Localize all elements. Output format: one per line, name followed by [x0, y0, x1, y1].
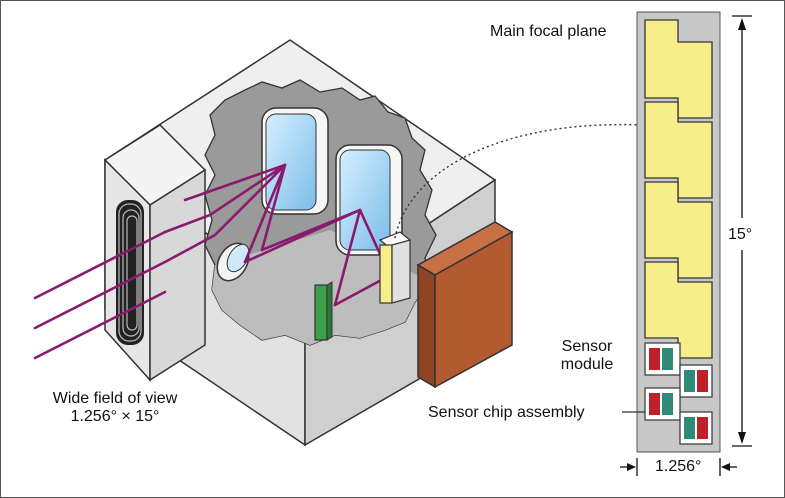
sensor-chip-red-1	[649, 348, 660, 370]
height-dimension-label: 15°	[728, 226, 753, 243]
wide-field-line-2: 1.256° × 15°	[70, 408, 160, 425]
aperture-baffles	[116, 200, 144, 345]
light-rays	[33, 163, 387, 360]
wide-field-label: Wide field of view 1.256° × 15°	[30, 390, 200, 426]
secondary-mirror	[335, 144, 403, 256]
width-dimension-label: 1.256°	[655, 458, 702, 475]
sensor-chip-teal-4	[684, 417, 695, 439]
sensor-chip-red-2	[697, 370, 708, 392]
height-dimension	[732, 15, 752, 447]
fold-mirror	[216, 242, 250, 282]
sensor-module-line-1: Sensor	[561, 338, 613, 355]
focal-chip-4	[644, 261, 713, 359]
telescope-aperture-box	[103, 124, 207, 382]
green-detector	[314, 281, 333, 341]
sensor-module-label: Sensor module	[552, 338, 622, 374]
focal-plane-chips	[644, 19, 713, 359]
sensor-chip-teal-1	[662, 348, 673, 370]
sensor-chip-teal-3	[662, 393, 673, 415]
wide-field-line-1: Wide field of view	[52, 390, 178, 407]
dotted-callout	[394, 123, 641, 239]
sensor-chip-teal-2	[684, 370, 695, 392]
sensor-chip-assembly-label: Sensor chip assembly	[428, 404, 585, 421]
width-dimension	[620, 458, 737, 476]
main-focal-plane-label: Main focal plane	[490, 23, 607, 40]
focal-chip-3	[644, 181, 713, 279]
internal-focal-plane	[378, 231, 412, 304]
focal-chip-1	[644, 19, 713, 119]
sensor-module-line-2: module	[560, 356, 614, 373]
focal-chip-2	[644, 101, 713, 199]
main-focal-plane	[636, 11, 721, 453]
sensor-chip-red-3	[649, 393, 660, 415]
sensor-chip-red-4	[697, 417, 708, 439]
radiator-block	[416, 221, 514, 389]
sensor-modules	[644, 342, 713, 445]
